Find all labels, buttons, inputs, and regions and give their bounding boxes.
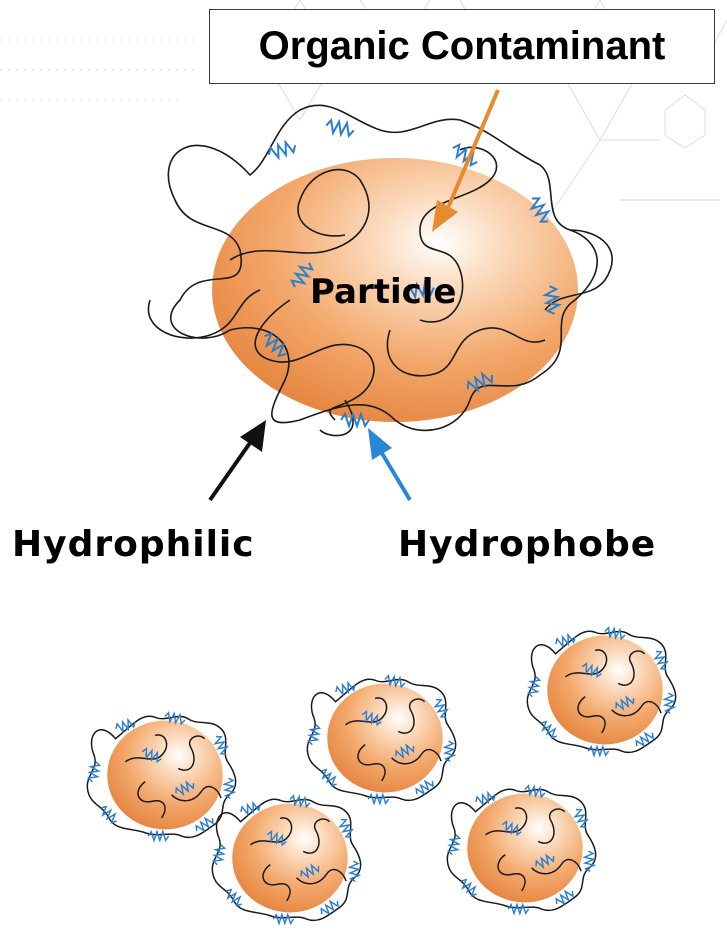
hydrophilic-arrow bbox=[208, 420, 266, 502]
organic-contaminant-label: Organic Contaminant bbox=[209, 9, 715, 84]
hydrophilic-label: Hydrophilic bbox=[12, 524, 255, 565]
small-particle bbox=[526, 626, 677, 757]
contaminant-arrow bbox=[432, 89, 500, 232]
hydrophobe-arrow bbox=[368, 428, 412, 502]
main-particle-group: Particle bbox=[147, 104, 613, 437]
small-particle bbox=[211, 794, 362, 925]
small-particle bbox=[306, 674, 457, 805]
small-particle bbox=[446, 784, 597, 915]
organic-contaminant-text: Organic Contaminant bbox=[258, 24, 666, 68]
small-particles bbox=[86, 626, 677, 925]
hydrophobe-label: Hydrophobe bbox=[398, 524, 657, 565]
polymer-chains bbox=[147, 104, 613, 437]
particle-label: Particle bbox=[310, 272, 457, 312]
small-particle bbox=[86, 711, 237, 842]
